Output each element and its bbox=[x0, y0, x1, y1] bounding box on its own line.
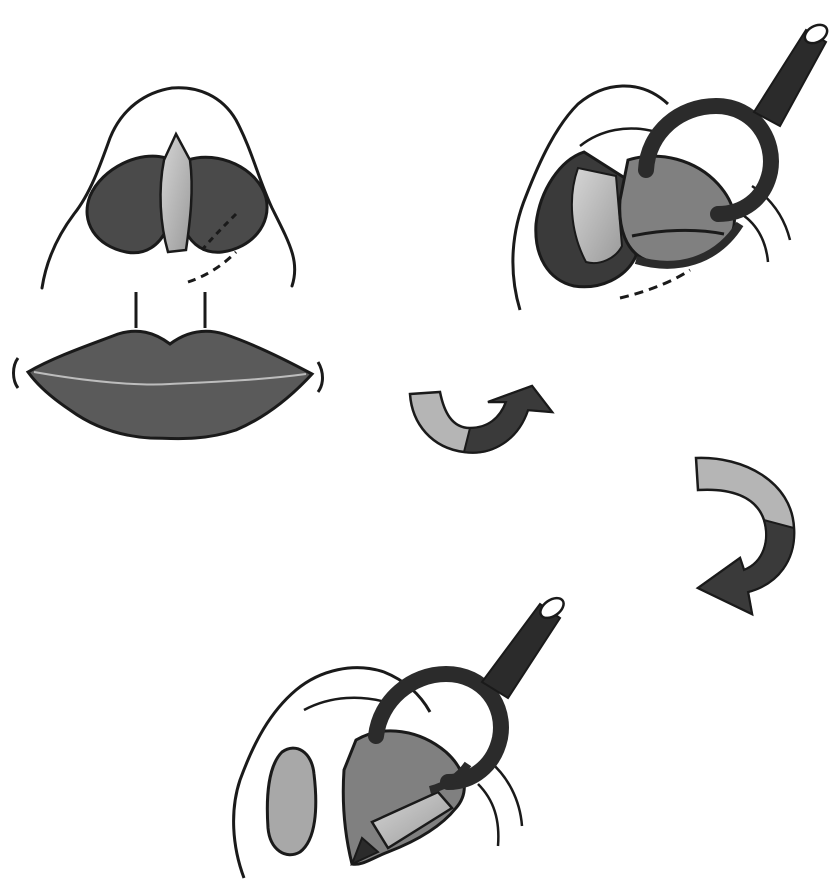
cheek-line-2 bbox=[738, 212, 768, 262]
arrow-step-1 bbox=[410, 386, 552, 453]
panel-nose-oblique-retractor bbox=[513, 21, 830, 310]
panel-nose-frontal bbox=[14, 88, 323, 439]
columella bbox=[161, 134, 192, 252]
lip-corner-right bbox=[318, 362, 323, 392]
curved-arrow-2-shade bbox=[698, 520, 794, 614]
cartilage-graft bbox=[267, 748, 315, 855]
lip-corner-left bbox=[14, 358, 19, 388]
curved-arrow-1-shade bbox=[464, 386, 552, 453]
retractor-handle bbox=[754, 30, 826, 126]
incision-dashed-line-lower bbox=[188, 252, 236, 282]
cheek-line-2 bbox=[478, 784, 498, 846]
panel-nose-oblique-graft bbox=[234, 594, 568, 878]
arrow-step-2 bbox=[696, 458, 794, 614]
right-alar-cartilage bbox=[186, 157, 267, 252]
incision-dashed-line bbox=[620, 270, 690, 298]
alar-cartilage-highlight bbox=[572, 168, 622, 263]
cheek-line bbox=[488, 760, 522, 826]
